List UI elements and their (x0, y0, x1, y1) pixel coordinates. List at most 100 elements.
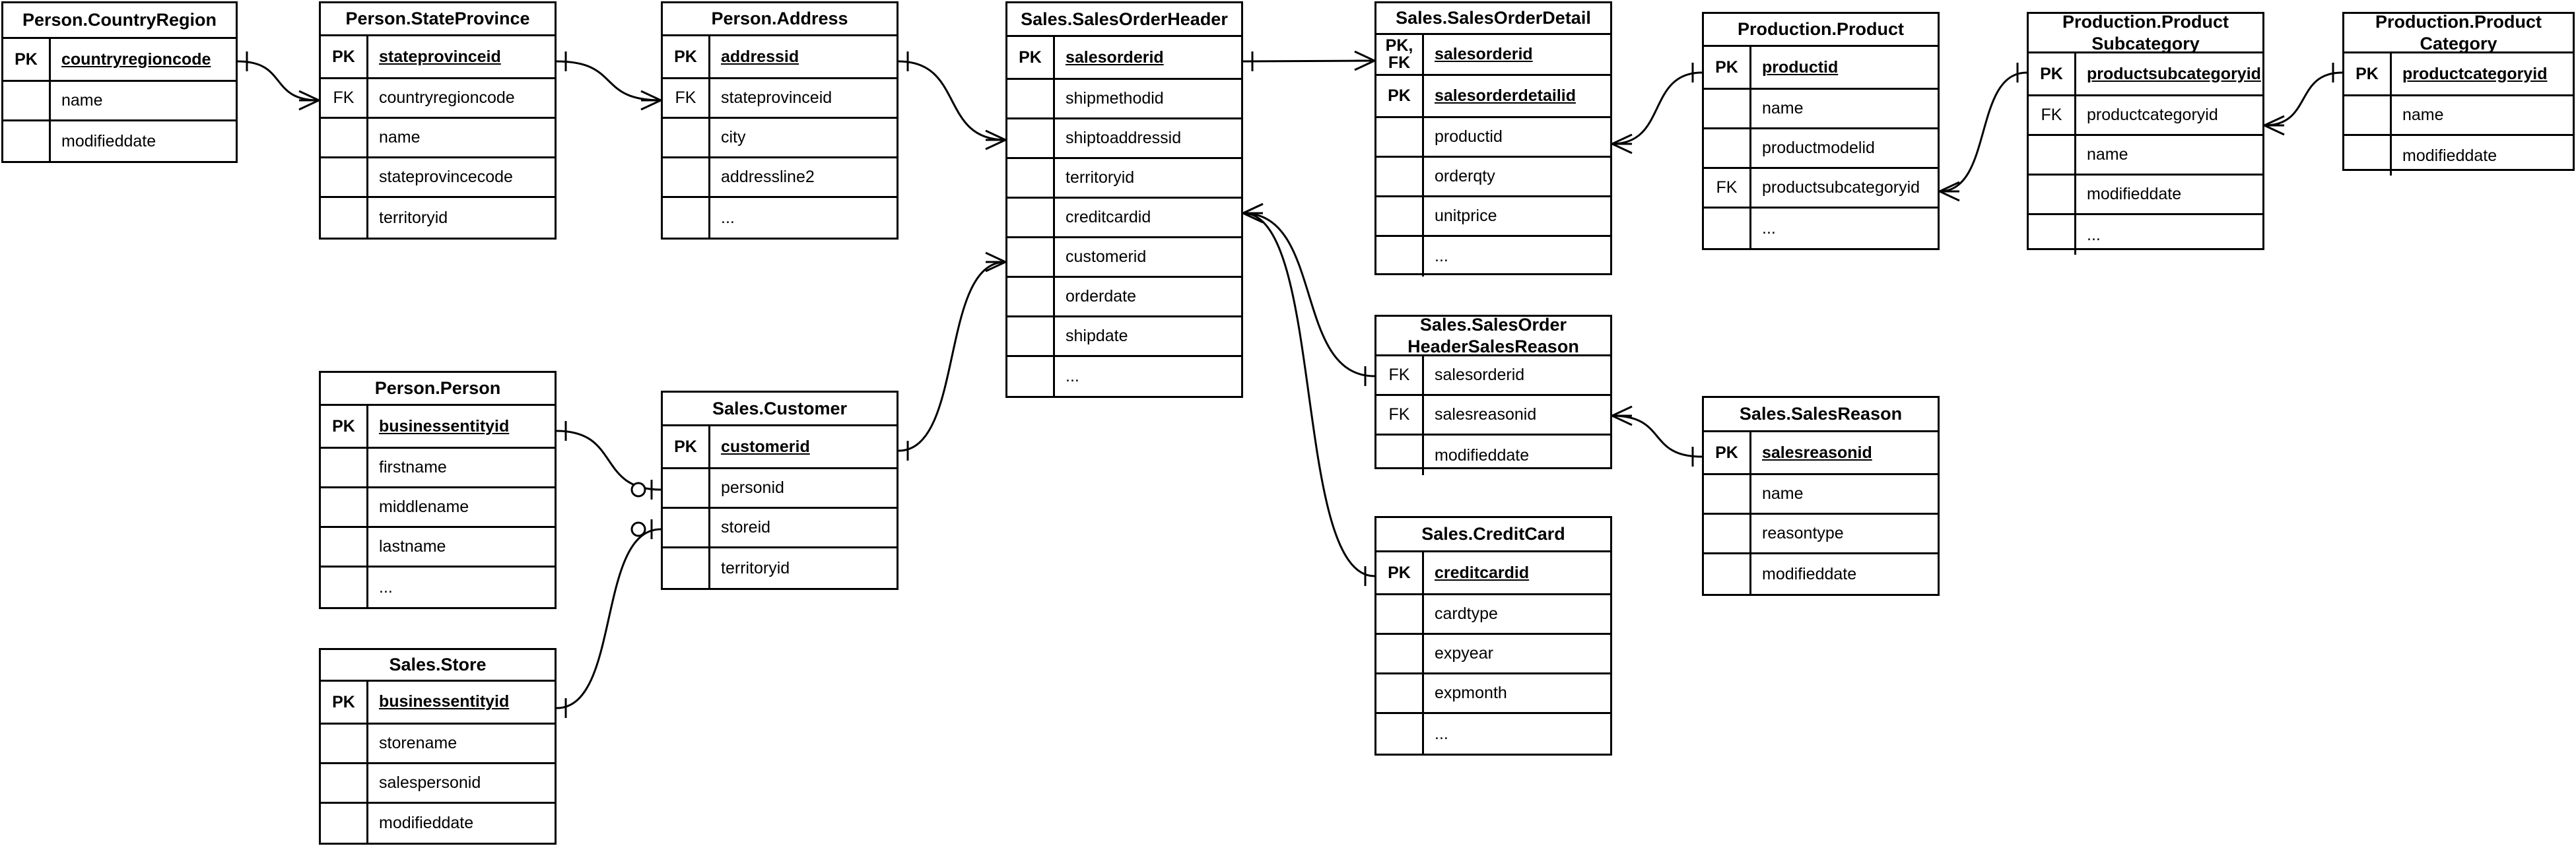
rel-product-productsubcategory[interactable] (1940, 63, 2027, 201)
attribute-name: ... (1066, 367, 1079, 385)
attribute-row: shipdate (1007, 317, 1241, 357)
attribute-marker (1376, 595, 1424, 633)
attribute-marker (321, 119, 368, 156)
attribute-name: ... (721, 208, 735, 227)
cardinality-many-crowsfoot-target (641, 91, 661, 110)
attribute-name: productcategoryid (2087, 106, 2218, 124)
attribute-marker (321, 568, 368, 607)
attribute-name: shiptoaddressid (1066, 129, 1182, 147)
entity-title: Person.Person (321, 373, 555, 406)
attribute-name: expyear (1435, 644, 1493, 663)
rel-person-customer[interactable] (557, 421, 661, 500)
rel-salesorderheader-salesorderdetail[interactable] (1243, 51, 1374, 71)
relationship-line (557, 529, 661, 708)
attribute-name: customerid (1066, 247, 1147, 266)
attribute-marker (321, 803, 368, 843)
attribute-row: storeid (663, 509, 897, 548)
rel-soh-salesreason-salesreason[interactable] (1612, 407, 1702, 467)
attribute-row: stateprovincecode (321, 158, 555, 198)
attribute-marker: FK (1704, 169, 1751, 207)
attribute-row: ... (1007, 357, 1241, 396)
attribute-marker (663, 119, 710, 156)
rel-store-customer[interactable] (557, 519, 661, 718)
attribute-row: modifieddate (2344, 136, 2573, 176)
key-marker: PK (321, 681, 368, 723)
attribute-name: salespersonid (379, 773, 481, 792)
primary-key-section: PK productsubcategoryid (2029, 53, 2262, 96)
attribute-marker (2029, 215, 2076, 255)
rel-productsubcategory-productcategory[interactable] (2264, 63, 2342, 135)
attribute-row: shiptoaddressid (1007, 119, 1241, 159)
attribute-name: name (2087, 145, 2128, 164)
key-name: creditcardid (1435, 563, 1530, 582)
attribute-row: storename (321, 724, 555, 764)
attribute-name: middlename (379, 498, 469, 516)
relationship-line (898, 61, 1005, 140)
attribute-row: modifieddate (1704, 554, 1938, 594)
attribute-row: name (3, 82, 236, 121)
attribute-marker (1704, 209, 1751, 248)
attribute-name: ... (1762, 218, 1776, 238)
attribute-row: expmonth (1376, 674, 1610, 714)
attribute-row: modifieddate (1376, 436, 1610, 475)
rel-salesorderheader-creditcard[interactable] (1243, 204, 1374, 586)
attribute-marker (1376, 117, 1424, 156)
key-marker: PK (2029, 53, 2076, 94)
rel-salesorderheader-soh-salesreason[interactable] (1243, 204, 1374, 386)
attribute-marker (1007, 317, 1055, 355)
attribute-row: reasontype (1704, 515, 1938, 554)
attribute-marker (1007, 199, 1055, 236)
attribute-name: shipmethodid (1066, 89, 1164, 108)
rel-address-salesorderheader[interactable] (898, 51, 1005, 149)
attribute-marker (2344, 96, 2392, 134)
rel-countryregion-stateprovince[interactable] (238, 51, 319, 110)
key-name: productsubcategoryid (2087, 64, 2261, 83)
attribute-marker (1376, 197, 1424, 235)
attribute-name: name (1762, 484, 1804, 503)
attribute-row: orderdate (1007, 278, 1241, 317)
attribute-row: name (321, 119, 555, 158)
attribute-marker (2029, 136, 2076, 174)
key-name: addressid (721, 47, 799, 66)
cardinality-many-crowsfoot-source (1243, 204, 1263, 222)
rel-customer-salesorderheader[interactable] (898, 253, 1005, 461)
cardinality-many-crowsfoot-source (2264, 116, 2284, 135)
relationship-line (1612, 416, 1702, 457)
attribute-name: salesreasonid (1435, 405, 1537, 424)
rel-salesorderdetail-product[interactable] (1612, 63, 1702, 153)
attribute-marker: FK (321, 79, 368, 117)
entity-title: Sales.SalesOrderHeader (1007, 3, 1241, 37)
attribute-name: stateprovinceid (721, 88, 832, 107)
attribute-marker (1376, 674, 1424, 712)
rel-stateprovince-address[interactable] (557, 51, 661, 110)
cardinality-zero-circle-target (632, 523, 645, 536)
attribute-row: ... (1376, 714, 1610, 754)
